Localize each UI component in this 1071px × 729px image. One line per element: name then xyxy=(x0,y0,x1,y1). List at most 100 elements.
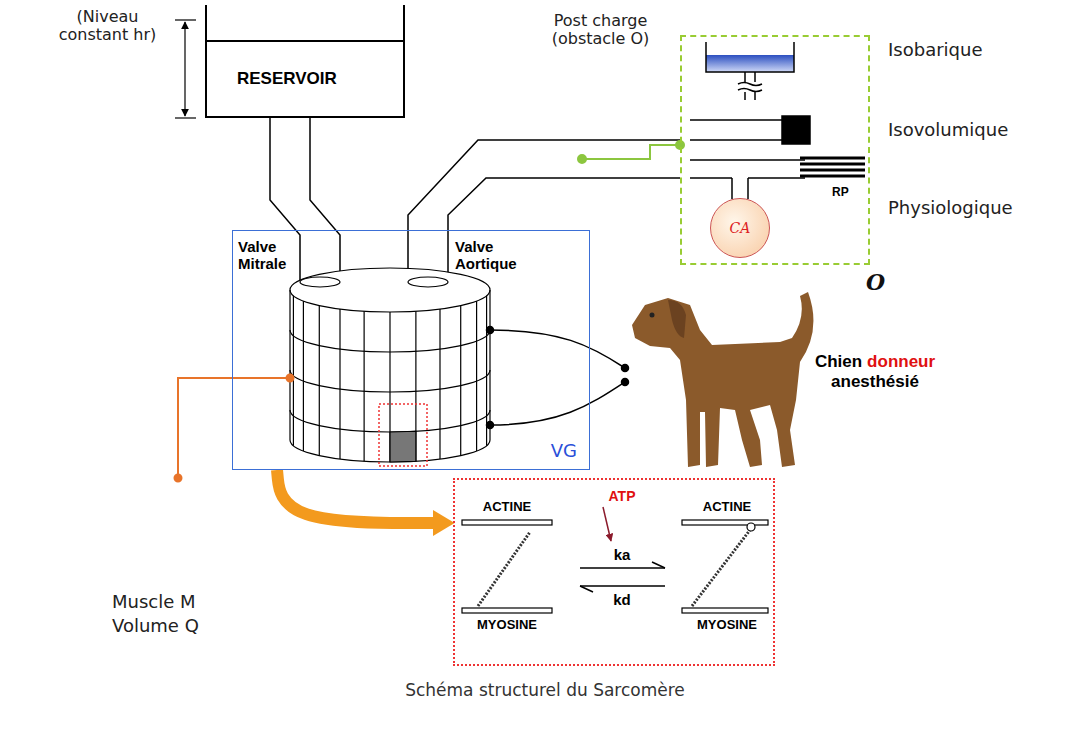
atp-arrow-part xyxy=(603,507,611,541)
electrode-wires-part xyxy=(622,365,629,372)
physiologic-symbol-part-part xyxy=(800,169,865,172)
ventricle-cylinder-part xyxy=(390,431,416,462)
figure-caption: Schéma structurel du Sarcomère xyxy=(375,680,715,700)
level-bracket xyxy=(175,20,196,118)
donor-dog-caption: Chiendonneuranesthésié xyxy=(810,352,940,393)
level-note: (Niveau constant hr) xyxy=(45,8,170,45)
ventricle-cylinder-part xyxy=(476,301,477,451)
muscle-leader xyxy=(175,375,294,482)
electrode-wires-part xyxy=(490,330,625,368)
isobaric-symbol-part xyxy=(706,42,794,72)
dog-caption-word: donneur xyxy=(867,352,935,372)
equilibrium-arrows-part xyxy=(580,586,593,592)
ventricle-cylinder-part xyxy=(293,296,294,446)
atp-label: ATP xyxy=(609,488,636,504)
isobaric-symbol-part xyxy=(706,55,794,72)
post-charge-label: Post charge (obstacle O) xyxy=(528,12,673,49)
atp-arrow xyxy=(603,507,611,541)
protein-label: MYOSINE xyxy=(477,618,537,633)
ventricle-cylinder-part xyxy=(289,290,290,440)
sarcomere-bars-part xyxy=(462,608,552,613)
physiologic-symbol-part xyxy=(748,177,805,179)
isobaric-symbol-part xyxy=(754,72,756,82)
ventricle-cylinder-part xyxy=(489,290,490,440)
protein-label: ACTINE xyxy=(483,500,531,515)
selection-box-part xyxy=(379,404,427,466)
reservoir-walls xyxy=(206,5,404,42)
isobaric-symbol xyxy=(706,42,794,100)
isobaric-symbol-part xyxy=(754,92,756,100)
ventricle-cylinder-part xyxy=(319,306,320,456)
rate-constant: ka xyxy=(614,546,631,563)
post-charge-leader xyxy=(578,141,684,163)
isobaric-symbol-part xyxy=(744,72,746,82)
level-bracket-part xyxy=(184,22,185,116)
ventricle-cylinder xyxy=(290,268,490,462)
dog-caption-word: Chien xyxy=(815,352,862,372)
reservoir-label: RESERVOIR xyxy=(237,69,337,89)
equilibrium-arrows-part xyxy=(652,562,665,568)
sarcomere-bars-part xyxy=(682,520,768,525)
dog-figure-part xyxy=(650,313,655,318)
ventricle-label: VG xyxy=(551,440,577,461)
arterial-compliance-circle: CA xyxy=(710,198,770,258)
mode-label: Isovolumique xyxy=(888,120,1008,141)
dog-figure-part xyxy=(632,292,813,467)
reservoir-walls-part xyxy=(403,5,405,42)
protein-label: MYOSINE xyxy=(697,618,757,633)
ventricle-cylinder-part xyxy=(290,268,490,312)
protein-label: ACTINE xyxy=(703,500,751,515)
pipes-part xyxy=(310,118,340,282)
muscle-leader-part xyxy=(175,475,182,482)
electrode-wires-part xyxy=(487,327,494,334)
mode-label: Physiologique xyxy=(888,198,1013,219)
ventricle-cylinder-part xyxy=(408,277,448,287)
ventricle-cylinder-part xyxy=(439,309,440,459)
equilibrium-arrows-part xyxy=(580,567,665,569)
equilibrium-arrows xyxy=(580,562,665,592)
obstacle-mark: O xyxy=(866,270,885,295)
physiologic-symbol-part-part xyxy=(800,175,865,178)
isovolumic-symbol-part xyxy=(690,119,782,121)
pipes-part xyxy=(408,140,680,282)
electrode-wires-part xyxy=(622,379,629,386)
dog-figure xyxy=(632,292,813,467)
dog-caption-word: anesthésié xyxy=(831,372,919,392)
post-charge-leader-part xyxy=(578,155,586,163)
post-charge-leader-part xyxy=(582,145,680,159)
level-bracket-part xyxy=(175,117,196,118)
electrode-wires-part xyxy=(487,422,494,429)
physiologic-symbol-part-part xyxy=(800,163,865,166)
physiologic-symbol-part xyxy=(690,177,732,179)
reservoir-box: RESERVOIR xyxy=(205,40,405,118)
valve-label: Valve Aortique xyxy=(455,238,535,273)
reservoir-walls-part xyxy=(205,5,207,42)
sarcomere-bars xyxy=(462,520,768,613)
muscle-leader-part xyxy=(287,375,294,382)
isovolumic-symbol-part xyxy=(782,116,810,144)
sarcomere-bars-part xyxy=(682,608,768,613)
myosin-heads-part xyxy=(478,532,530,606)
sarcomere-bars-part xyxy=(462,520,552,525)
physiologic-symbol-part xyxy=(690,159,805,161)
post-charge-box: RPCA xyxy=(680,35,870,265)
muscle-label: Muscle M xyxy=(112,592,196,613)
pipes xyxy=(270,118,680,282)
physiologic-symbol-part xyxy=(800,158,865,176)
ventricle-cylinder-part xyxy=(364,311,365,461)
physiologic-symbol xyxy=(690,158,865,199)
volume-label: Volume Q xyxy=(112,616,199,637)
physiologic-symbol-part xyxy=(747,178,749,199)
actin-binding-part xyxy=(747,523,755,531)
valve-label: Valve Mitrale xyxy=(238,238,296,273)
electrode-wires xyxy=(487,327,629,429)
ventricle-cylinder-part xyxy=(460,306,461,456)
isovolumic-symbol-part xyxy=(690,139,782,141)
muscle-leader-part xyxy=(178,378,290,478)
ventricle-cylinder-part xyxy=(300,277,340,287)
ventricle-cylinder-part xyxy=(303,301,304,451)
compliance-label: CA xyxy=(730,220,751,236)
ventricle-cylinder-part xyxy=(339,309,340,459)
actin-binding xyxy=(747,523,755,531)
